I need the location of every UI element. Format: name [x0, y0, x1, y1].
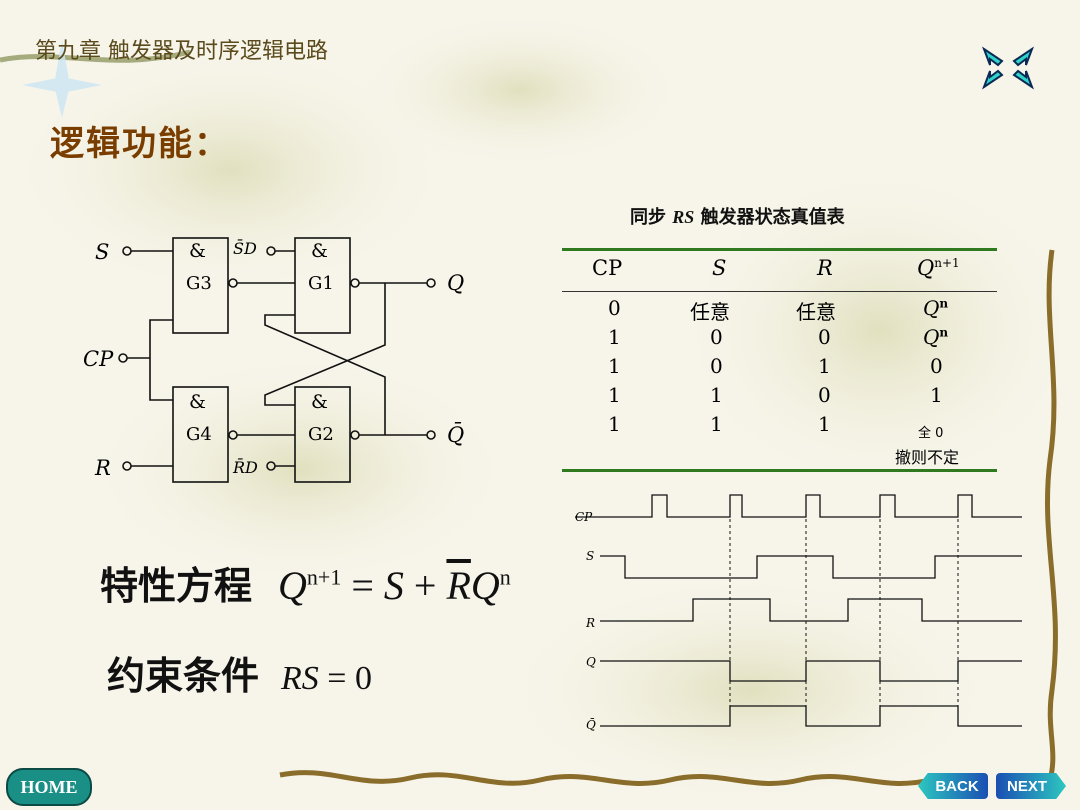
table-cell: 0 [930, 354, 943, 378]
table-cell: 1 [930, 383, 943, 407]
output-label-q: Q [447, 271, 465, 295]
constraint-condition: 约束条件 RS = 0 [107, 645, 372, 700]
input-label-r: R [95, 456, 111, 480]
table-header-cp: CP [592, 256, 623, 280]
constraint-condition-formula: RS = 0 [281, 660, 372, 697]
table-cell: 1 [608, 383, 621, 407]
next-button[interactable]: NEXT [996, 773, 1066, 799]
gate-symbol: & [189, 240, 206, 262]
table-cell: 0 [710, 354, 723, 378]
chapter-title: 第九章 触发器及时序逻辑电路 [35, 39, 328, 64]
input-label-cp: CP [83, 347, 114, 371]
preset-label: S̄D [233, 239, 257, 258]
q-waveform [600, 660, 1022, 682]
close-icon[interactable] [980, 45, 1036, 91]
table-cell: 0 [608, 296, 621, 320]
gate-symbol: & [311, 391, 328, 413]
reset-label: R̄D [233, 458, 258, 477]
timing-label-qbar: Q̄ [586, 718, 596, 732]
qbar-waveform [600, 705, 1022, 727]
timing-label-r: R [586, 616, 596, 630]
section-heading: 逻辑功能： [50, 124, 230, 164]
timing-label-cp: CP [575, 510, 593, 524]
table-rule-top [562, 248, 997, 251]
output-label-qbar: Q̄ [447, 423, 465, 447]
table-header-r: R [817, 256, 833, 280]
table-cell: Qn [923, 325, 949, 349]
timing-label-s: S [586, 549, 595, 563]
s-waveform [600, 555, 1022, 579]
table-rule-mid [562, 291, 997, 292]
table-rule-bottom [562, 469, 997, 472]
gate-name: G4 [186, 424, 212, 445]
table-cell: 1 [608, 354, 621, 378]
gate-name: G3 [186, 273, 212, 294]
gate-symbol: & [189, 391, 206, 413]
table-cell: 1 [710, 383, 723, 407]
table-cell: 任意 [690, 300, 730, 324]
r-waveform [600, 598, 1022, 622]
table-cell: 1 [608, 412, 621, 436]
gate-name: G1 [308, 273, 334, 294]
characteristic-equation: 特性方程 Qn+1 = S + RQn [100, 555, 511, 610]
table-header-q: Qn+1 [917, 256, 960, 280]
table-cell: 0 [818, 325, 831, 349]
table-cell: 0 [710, 325, 723, 349]
table-cell: 1 [818, 412, 831, 436]
table-header-s: S [712, 256, 727, 280]
table-cell: 1 [818, 354, 831, 378]
constraint-condition-label: 约束条件 [107, 654, 260, 698]
table-cell: 1 [608, 325, 621, 349]
home-button[interactable]: HOME [6, 768, 92, 806]
cp-waveform [575, 494, 1022, 518]
rs-flipflop-circuit [118, 237, 436, 483]
truth-table-title: 同步 RS 触发器状态真值表 [630, 207, 845, 228]
table-cell: 1 [710, 412, 723, 436]
table-cell: 任意 [796, 300, 836, 324]
table-cell: 全 0 [918, 426, 944, 441]
table-cell: 0 [818, 383, 831, 407]
characteristic-equation-label: 特性方程 [100, 564, 253, 608]
gate-symbol: & [311, 240, 328, 262]
table-note: 撤则不定 [895, 448, 960, 467]
input-label-s: S [95, 240, 110, 264]
characteristic-equation-formula: Qn+1 = S + RQn [278, 563, 511, 608]
gate-name: G2 [308, 424, 334, 445]
back-button[interactable]: BACK [918, 773, 988, 799]
table-cell: Qn [923, 296, 949, 320]
timing-label-q: Q [586, 655, 596, 669]
